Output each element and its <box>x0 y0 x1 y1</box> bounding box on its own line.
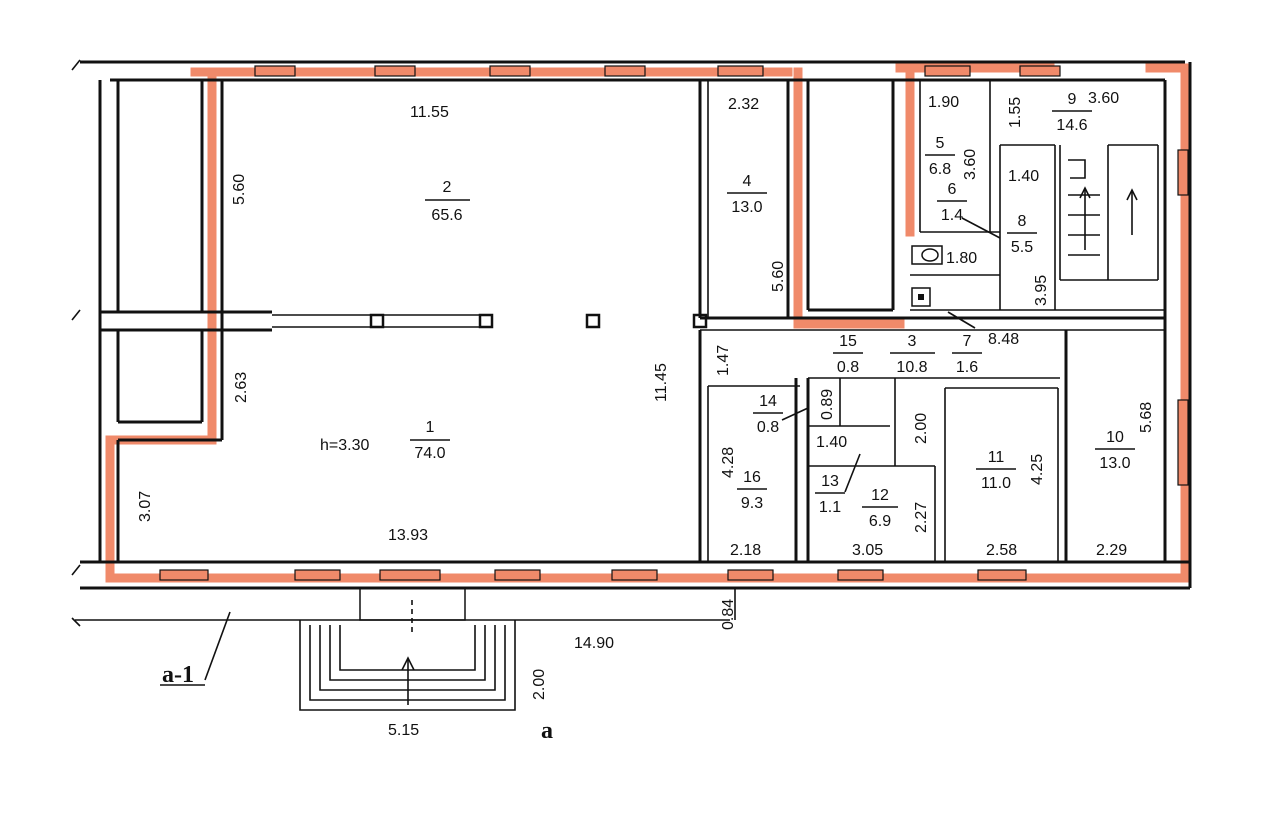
room-6-label: 6 1.4 <box>937 181 967 224</box>
room-10-label: 10 13.0 <box>1095 429 1135 472</box>
svg-text:14.90: 14.90 <box>574 635 614 652</box>
room-16-label: 16 9.3 <box>737 469 767 512</box>
svg-text:2.29: 2.29 <box>1096 542 1127 559</box>
svg-text:2.18: 2.18 <box>730 542 761 559</box>
svg-text:13.0: 13.0 <box>731 199 762 216</box>
entrance-porch <box>299 587 516 711</box>
svg-text:5.15: 5.15 <box>388 722 419 739</box>
room-7-label: 7 1.6 <box>952 333 982 376</box>
svg-text:13.0: 13.0 <box>1099 455 1130 472</box>
svg-text:16: 16 <box>743 469 761 486</box>
svg-text:3.60: 3.60 <box>962 149 979 180</box>
svg-text:5.5: 5.5 <box>1011 239 1033 256</box>
svg-text:0.8: 0.8 <box>837 359 859 376</box>
svg-text:1.55: 1.55 <box>1007 97 1024 128</box>
svg-text:3.05: 3.05 <box>852 542 883 559</box>
ceiling-height-label: h=3.30 <box>320 437 369 454</box>
svg-text:2.27: 2.27 <box>913 502 930 533</box>
toilet-icon <box>911 245 943 265</box>
svg-text:14: 14 <box>759 393 777 410</box>
room-4-label: 4 13.0 <box>727 173 767 216</box>
svg-text:3.07: 3.07 <box>137 491 154 522</box>
sink-icon <box>911 287 931 307</box>
room-labels: 1 74.0 h=3.30 2 65.6 3 10.8 4 13.0 5 6.8… <box>320 91 1135 530</box>
windows <box>159 65 1189 581</box>
columns <box>369 313 708 329</box>
svg-text:5.60: 5.60 <box>770 261 787 292</box>
svg-text:1.4: 1.4 <box>941 207 963 224</box>
room-9-label: 9 14.6 <box>1052 91 1092 134</box>
room-1-label: 1 74.0 <box>410 419 450 462</box>
svg-text:7: 7 <box>963 333 972 350</box>
svg-text:1.1: 1.1 <box>819 499 841 516</box>
svg-text:1.6: 1.6 <box>956 359 978 376</box>
svg-text:1.47: 1.47 <box>715 345 732 376</box>
svg-text:1: 1 <box>426 419 435 436</box>
svg-text:1.40: 1.40 <box>1008 168 1039 185</box>
svg-text:13.93: 13.93 <box>388 527 428 544</box>
svg-text:1.80: 1.80 <box>946 250 977 267</box>
svg-text:11.45: 11.45 <box>653 363 670 402</box>
svg-text:4.28: 4.28 <box>720 447 737 478</box>
svg-text:15: 15 <box>839 333 857 350</box>
svg-text:3: 3 <box>908 333 917 350</box>
room-2-label: 2 65.6 <box>425 179 470 224</box>
room-11-label: 11 11.0 <box>976 449 1016 492</box>
svg-text:0.8: 0.8 <box>757 419 779 436</box>
svg-text:0.89: 0.89 <box>819 389 836 420</box>
room-14-label: 14 0.8 <box>753 393 783 436</box>
section-line-label: а-1 <box>162 662 194 688</box>
svg-text:5.68: 5.68 <box>1138 402 1155 433</box>
svg-text:10.8: 10.8 <box>896 359 927 376</box>
svg-text:1.90: 1.90 <box>928 94 959 111</box>
dimension-labels: 11.55 5.60 2.32 5.60 1.90 1.55 3.60 3.60… <box>137 90 1155 739</box>
room-13-label: 13 1.1 <box>815 473 845 516</box>
room-15-label: 15 0.8 <box>833 333 863 376</box>
svg-text:11: 11 <box>988 449 1005 466</box>
svg-text:9.3: 9.3 <box>741 495 763 512</box>
svg-text:4: 4 <box>743 173 752 190</box>
svg-text:1.40: 1.40 <box>816 434 847 451</box>
svg-text:10: 10 <box>1106 429 1124 446</box>
svg-text:14.6: 14.6 <box>1056 117 1087 134</box>
svg-text:2: 2 <box>443 179 452 196</box>
svg-text:11.55: 11.55 <box>410 104 449 121</box>
svg-text:8.48: 8.48 <box>988 331 1019 348</box>
svg-text:4.25: 4.25 <box>1029 454 1046 485</box>
entrance-label: а <box>541 718 553 744</box>
room-12-label: 12 6.9 <box>862 487 898 530</box>
svg-text:3.95: 3.95 <box>1033 275 1050 306</box>
svg-text:74.0: 74.0 <box>414 445 445 462</box>
svg-text:2.32: 2.32 <box>728 96 759 113</box>
interior-walls <box>698 80 1165 562</box>
dimension-lines <box>71 59 1001 686</box>
svg-text:9: 9 <box>1068 91 1077 108</box>
room-8-label: 8 5.5 <box>1007 213 1037 256</box>
svg-text:0.84: 0.84 <box>720 599 737 630</box>
svg-text:6.8: 6.8 <box>929 161 951 178</box>
svg-text:6.9: 6.9 <box>869 513 891 530</box>
svg-text:65.6: 65.6 <box>431 207 462 224</box>
svg-text:2.00: 2.00 <box>913 413 930 444</box>
svg-text:8: 8 <box>1018 213 1027 230</box>
svg-text:5: 5 <box>936 135 945 152</box>
svg-text:11.0: 11.0 <box>981 475 1011 492</box>
staircase <box>1068 159 1138 256</box>
svg-text:2.63: 2.63 <box>233 372 250 403</box>
outer-walls <box>80 60 1192 590</box>
svg-text:3.60: 3.60 <box>1088 90 1119 107</box>
room-3-label: 3 10.8 <box>890 333 935 376</box>
svg-text:2.00: 2.00 <box>531 669 548 700</box>
svg-text:12: 12 <box>871 487 889 504</box>
room-5-label: 5 6.8 <box>925 135 955 178</box>
svg-text:13: 13 <box>821 473 839 490</box>
svg-text:5.60: 5.60 <box>231 174 248 205</box>
svg-text:2.58: 2.58 <box>986 542 1017 559</box>
svg-text:6: 6 <box>948 181 957 198</box>
